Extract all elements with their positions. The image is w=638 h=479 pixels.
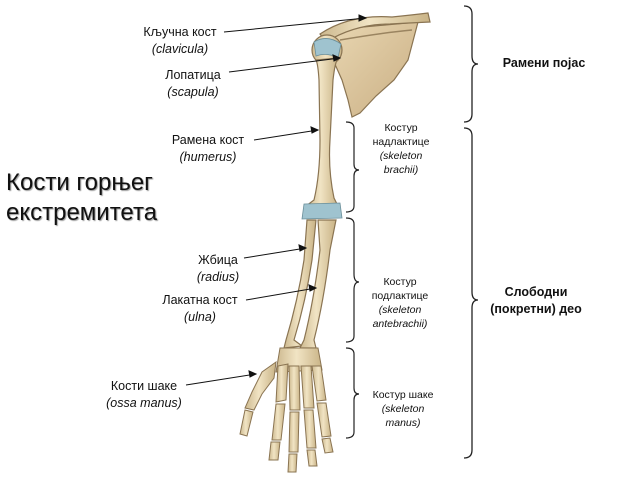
segment-forearm-line2: подлактице [371, 290, 429, 302]
segment-hand-line2: (skeleton [381, 403, 425, 415]
segment-hand-line3: manus) [385, 417, 421, 429]
group-free-limb-line1: Слободни [504, 285, 568, 299]
label-humerus-name: Рамена кост [171, 133, 245, 147]
bracket-free-limb [463, 127, 479, 459]
label-ulna-name: Лакатна кост [162, 293, 238, 307]
segment-forearm-line3: (skeleton [378, 304, 422, 316]
segment-upper-arm-line2: надлактице [372, 136, 430, 148]
label-radius-latin: (radius) [196, 270, 240, 284]
label-scapula-latin: (scapula) [167, 85, 219, 99]
label-clavicle-latin: (clavicula) [151, 42, 209, 56]
segment-upper-arm-line1: Костур [384, 122, 418, 134]
group-free-limb: Слободни (покретни) део [480, 284, 592, 318]
segment-upper-arm-line3: (skeleton [379, 150, 423, 162]
segment-forearm-line4: antebrachii) [372, 318, 428, 330]
leader-ulna [245, 287, 317, 301]
label-scapula: Лопатица (scapula) [148, 67, 238, 101]
segment-forearm: Костур подлактице (skeleton antebrachii) [355, 275, 445, 331]
group-free-limb-line2: (покретни) део [490, 302, 582, 316]
label-scapula-name: Лопатица [165, 68, 221, 82]
elbow-cartilage [301, 202, 343, 220]
title-line-1: Кости горњег [6, 169, 153, 196]
clavicle-bone [319, 12, 431, 43]
group-shoulder-girdle-label: Рамени појас [502, 56, 586, 70]
segment-forearm-line1: Костур [383, 276, 417, 288]
label-ulna-latin: (ulna) [184, 310, 216, 324]
leader-scapula [228, 57, 341, 73]
label-humerus: Рамена кост (humerus) [160, 132, 256, 166]
segment-hand-line1: Костур шаке [372, 389, 434, 401]
scapula-spine [339, 29, 413, 41]
bracket-forearm [345, 217, 360, 343]
leader-radius [243, 247, 307, 259]
segment-upper-arm: Костур надлактице (skeleton brachii) [359, 121, 443, 177]
leader-humerus [253, 129, 319, 141]
label-hand-name: Кости шаке [110, 379, 178, 393]
label-radius: Жбица (radius) [176, 252, 260, 286]
bracket-shoulder-girdle [463, 5, 479, 123]
scapula-bone [329, 21, 419, 118]
bracket-upper-arm [345, 121, 360, 213]
label-radius-name: Жбица [198, 253, 238, 267]
diagram-title: Кости горњег екстремитета [6, 168, 157, 228]
label-clavicle-name: Кључна кост [143, 25, 217, 39]
leader-clavicle [223, 17, 367, 33]
segment-hand: Костур шаке (skeleton manus) [360, 388, 446, 430]
label-hand-latin: (ossa manus) [106, 396, 182, 410]
label-clavicle: Кључна кост (clavicula) [128, 24, 232, 58]
label-humerus-latin: (humerus) [179, 150, 237, 164]
label-hand: Кости шаке (ossa manus) [96, 378, 192, 412]
title-line-2: екстремитета [6, 199, 158, 226]
label-ulna: Лакатна кост (ulna) [148, 292, 252, 326]
hand-bones [239, 347, 334, 473]
leader-hand [185, 373, 257, 386]
bracket-hand [345, 347, 360, 439]
humerus-bone [304, 57, 340, 207]
segment-upper-arm-line4: brachii) [383, 164, 419, 176]
group-shoulder-girdle: Рамени појас [488, 55, 600, 72]
